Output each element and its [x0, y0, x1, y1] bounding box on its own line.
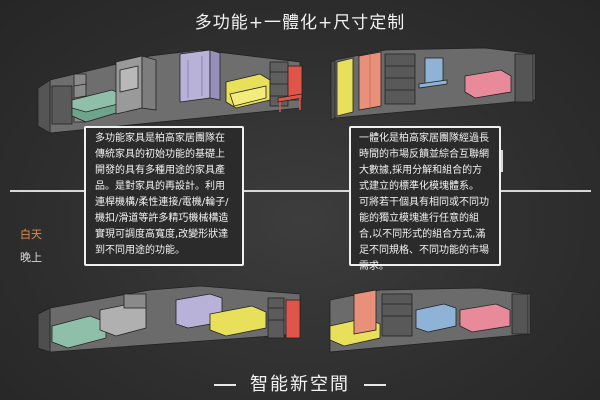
footer-dash-left	[214, 384, 236, 386]
bottom-right-furniture-illustration	[329, 287, 531, 353]
right-panel-text: 一體化是柏高家居團隊經過長時間的市場反饋並綜合互聯網大數據,採用分解和組合的方式…	[359, 133, 489, 272]
connector-right-vertical	[501, 150, 503, 172]
footer-dash-right	[364, 384, 386, 386]
connector-right	[501, 190, 591, 192]
page-title: 多功能+一體化+尺寸定制	[194, 13, 406, 33]
connector-center	[244, 190, 349, 192]
top-right-furniture-illustration	[330, 47, 536, 121]
connector-left-top	[10, 190, 84, 192]
left-description-panel: 多功能家具是柏高家居團隊在傳統家具的初始功能的基礎上開發的具有多種用途的家具產品…	[84, 126, 244, 266]
bottom-left-furniture-illustration	[37, 285, 301, 353]
right-description-panel: 一體化是柏高家居團隊經過長時間的市場反饋並綜合互聯網大數據,採用分解和組合的方式…	[349, 126, 501, 272]
footer-title-text: 智能新空間	[250, 374, 350, 395]
left-panel-text: 多功能家具是柏高家居團隊在傳統家具的初始功能的基礎上開發的具有多種用途的家具產品…	[95, 133, 229, 256]
top-left-furniture-illustration	[37, 49, 303, 134]
day-label: 白天	[20, 228, 42, 241]
night-label: 晚上	[20, 251, 42, 264]
footer-title: 智能新空間	[0, 370, 600, 396]
